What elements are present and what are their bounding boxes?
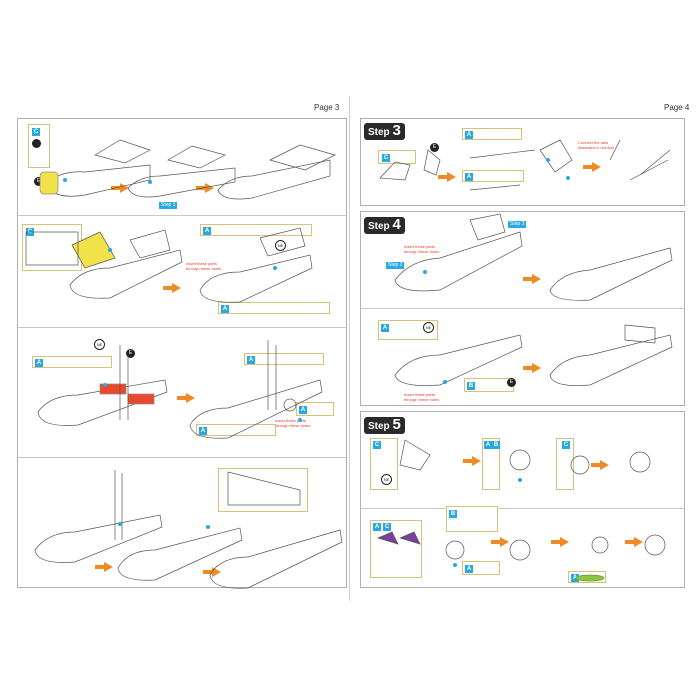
parts-key-c: C — [556, 438, 574, 490]
part-e-dot: E — [430, 143, 439, 152]
next-arrow — [95, 562, 113, 572]
part-drawing — [376, 439, 666, 582]
left-rule-3 — [17, 457, 347, 458]
parts-key-b: B — [464, 378, 514, 392]
step-word: Step — [368, 221, 390, 232]
next-arrow — [163, 283, 181, 293]
ne-marker: NE — [423, 322, 434, 333]
parts-key-c: C — [378, 150, 416, 164]
letter-a-badge: A — [571, 574, 579, 582]
letter-c-badge: C — [32, 128, 40, 136]
next-arrow — [196, 183, 214, 193]
part-number-dot — [32, 139, 41, 148]
next-arrow — [463, 456, 481, 466]
parts-key-a: A — [462, 170, 524, 182]
step-number: 5 — [392, 416, 401, 433]
step-word: Step — [368, 421, 390, 432]
next-arrow — [523, 363, 541, 373]
letter-a-badge: A — [484, 441, 492, 449]
letter-c-badge: C — [382, 154, 390, 162]
step-2-tag: Step 2 — [386, 262, 405, 269]
letter-b-badge: B — [449, 510, 457, 518]
fuselage-drawing — [39, 139, 336, 200]
next-arrow — [591, 460, 609, 470]
step-number: 4 — [392, 216, 401, 233]
next-arrow — [491, 537, 509, 547]
fuselage-drawing — [34, 470, 343, 589]
letter-b-badge: B — [492, 441, 500, 449]
step-3-badge: Step 3 — [364, 123, 405, 140]
parts-key-a-c: A C — [370, 520, 422, 578]
letter-a-badge: A — [35, 359, 43, 367]
letter-a-badge: A — [299, 406, 307, 414]
left-rule-1 — [17, 215, 347, 216]
letter-c-badge: C — [373, 441, 381, 449]
parts-key-a: A — [296, 402, 334, 416]
next-arrow — [523, 274, 541, 284]
insert-note: Insert these parts through these holes — [275, 418, 311, 428]
part-drawing — [379, 139, 671, 191]
page-divider — [349, 96, 350, 601]
step-3-tag: Step 3 — [508, 221, 527, 228]
insert-note: Insert these parts through these holes — [404, 392, 440, 402]
part-e-dot: E — [34, 177, 43, 186]
parts-key-a: A — [462, 561, 500, 575]
parts-key-a: A — [462, 128, 522, 140]
step-word: Step — [368, 127, 390, 138]
next-arrow — [438, 172, 456, 182]
step-5-badge: Step 5 — [364, 417, 405, 434]
letter-a-badge: A — [465, 173, 473, 181]
parts-key-a: A — [218, 302, 330, 314]
step-5-rule — [360, 508, 685, 509]
parts-key-b: B — [446, 506, 498, 532]
attachment-dots — [63, 158, 570, 567]
parts-key-a: A — [196, 424, 276, 436]
left-rule-2 — [17, 327, 347, 328]
page-label-right: Page 4 — [664, 103, 690, 112]
letter-a-badge: A — [465, 131, 473, 139]
letter-a-badge: A — [373, 523, 381, 531]
letter-a-badge: A — [199, 427, 207, 435]
letter-c-badge: C — [562, 441, 570, 449]
part-e-dot: E — [507, 378, 516, 387]
next-arrow — [583, 162, 601, 172]
step-4-badge: Step 4 — [364, 217, 405, 234]
parts-key-a: A — [32, 356, 112, 368]
letter-a-badge: A — [465, 565, 473, 573]
part-e-dot: E — [126, 349, 135, 358]
next-arrow — [625, 537, 643, 547]
parts-key-a: A — [244, 353, 324, 365]
step-1-tag: Step 1 — [159, 202, 178, 209]
letter-a-badge: A — [221, 305, 229, 313]
fuselage-drawing — [25, 227, 313, 303]
letter-a-badge: A — [247, 356, 255, 364]
fuselage-drawing — [394, 213, 673, 386]
next-arrow — [551, 537, 569, 547]
page-label-left: Page 3 — [314, 103, 340, 112]
step-4-rule — [360, 308, 685, 309]
connect-note: Connect the tabs illustrated in red firs… — [578, 140, 614, 150]
insert-note: Insert these parts through these holes — [186, 261, 222, 271]
letter-a-badge: A — [381, 324, 389, 332]
ne-marker: NE — [275, 240, 286, 251]
fuselage-drawing — [37, 340, 323, 439]
parts-key-a: A — [200, 224, 312, 236]
parts-key-a-b: A B — [482, 438, 500, 490]
letter-a-badge: A — [203, 227, 211, 235]
next-arrow — [177, 393, 195, 403]
next-arrow — [203, 567, 221, 577]
ne-marker: NE — [381, 474, 392, 485]
letter-b-badge: B — [467, 382, 475, 390]
step-number: 3 — [392, 122, 401, 139]
ne-marker: NE — [94, 339, 105, 350]
letter-c-badge: C — [383, 523, 391, 531]
insert-note: Insert these parts through these holes — [404, 244, 440, 254]
parts-key-c: C — [28, 124, 50, 168]
